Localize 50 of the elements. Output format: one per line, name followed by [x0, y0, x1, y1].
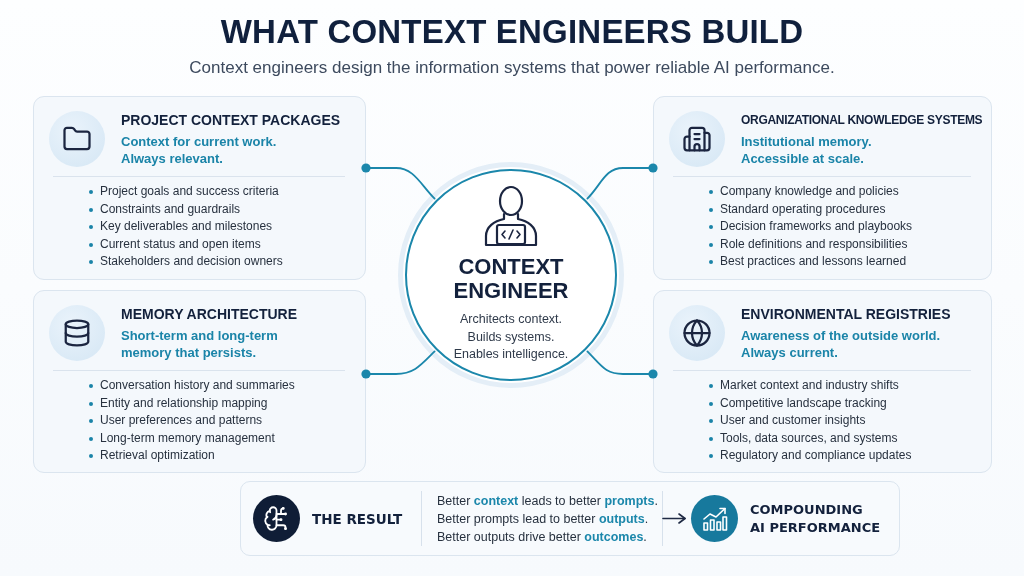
page-subtitle: Context engineers design the information systems that power reliable AI performance. [189, 57, 835, 79]
bullet-item: Role definitions and responsibilities [709, 235, 908, 253]
result-heading: THE RESULT [312, 510, 403, 527]
connector-line [586, 163, 658, 200]
bullet-item: Decision frameworks and playbooks [709, 218, 913, 236]
bullet-item: Tools, data sources, and systems [709, 429, 898, 447]
role-tagline: Enables intelligence. [453, 346, 569, 363]
bullet-item: Constraints and guardrails [89, 200, 241, 218]
role-tagline: Architects context. [459, 311, 563, 328]
bullet-item: Standard operating procedures [709, 200, 886, 218]
bullet-item: User and customer insights [709, 412, 866, 430]
role-tagline: Builds systems. [467, 328, 555, 346]
bullet-item: Key deliverables and milestones [89, 218, 273, 236]
bullet-item: User preferences and patterns [89, 412, 263, 430]
bullet-item: Entity and relationship mapping [89, 394, 268, 412]
connector-line [361, 163, 436, 200]
page-title: WHAT CONTEXT ENGINEERS BUILD [220, 12, 804, 52]
bullet-item: Competitive landscape tracking [709, 394, 887, 412]
info-card [33, 290, 366, 473]
bullet-item: Regulatory and compliance updates [709, 447, 912, 465]
result-statements [421, 491, 663, 546]
bullet-item: Project goals and success criteria [89, 183, 279, 201]
outcome-heading: COMPOUNDING AI PERFORMANCE [750, 500, 881, 537]
bullet-item: Current status and open items [89, 235, 261, 253]
info-card [653, 96, 992, 280]
bullet-item: Stakeholders and decision owners [89, 253, 283, 271]
statement-text: Better prompts lead to better outputs. [437, 510, 649, 528]
bullet-item: Market context and industry shifts [709, 377, 899, 395]
card-subtitle: Institutional memory. Accessible at scale. [741, 133, 873, 167]
statement-text: Better outputs drive better outcomes. [437, 528, 647, 546]
card-heading: MEMORY ARCHITECTURE [121, 305, 298, 323]
arrow [662, 513, 686, 524]
card-heading: ORGANIZATIONAL KNOWLEDGE SYSTEMS [741, 112, 983, 129]
bullet-item: Best practices and lessons learned [709, 253, 907, 271]
card-heading: PROJECT CONTEXT PACKAGES [121, 111, 341, 129]
card-subtitle: Awareness of the outside world. Always current. [741, 327, 942, 361]
bullet-item: Long-term memory management [89, 429, 275, 447]
connector-line [361, 350, 436, 379]
connector-line [586, 350, 658, 379]
info-card [33, 96, 366, 280]
role-title: CONTEXT ENGINEER [453, 255, 569, 303]
statement-text: Better context leads to better prompts. [437, 492, 658, 510]
card-heading: ENVIRONMENTAL REGISTRIES [741, 305, 951, 323]
card-subtitle: Context for current work. Always relevant. [121, 133, 278, 167]
bullet-item: Conversation history and summaries [89, 377, 295, 395]
bullet-item: Retrieval optimization [89, 447, 215, 465]
info-card [653, 290, 992, 473]
result-banner [240, 481, 900, 556]
bullet-item: Company knowledge and policies [709, 183, 899, 201]
card-subtitle: Short-term and long-term memory that persists. [121, 327, 279, 361]
